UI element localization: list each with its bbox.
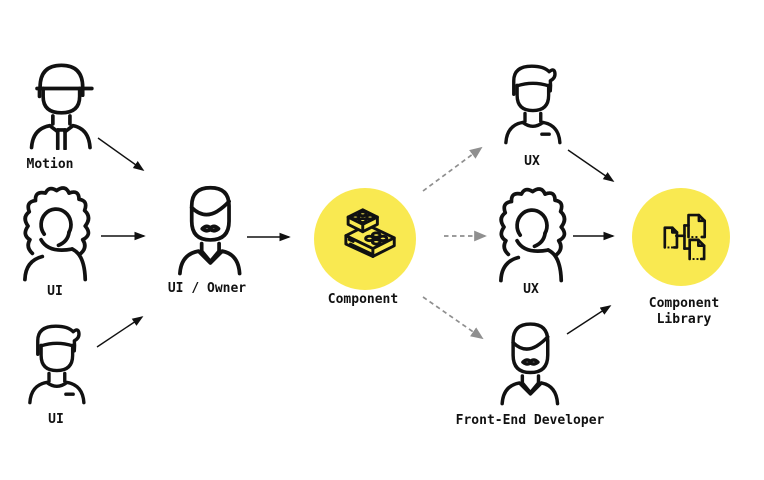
person-short-hair-icon xyxy=(504,64,562,145)
ui-b-label: UI xyxy=(48,412,64,427)
person-short-hair-icon xyxy=(28,324,86,405)
component-bubble xyxy=(314,188,416,290)
node-ux-b xyxy=(492,186,572,283)
library-bubble xyxy=(632,188,730,286)
library-label-line1: Component xyxy=(648,296,720,311)
ux-b-label: UX xyxy=(523,282,539,297)
ui-a-label: UI xyxy=(47,284,63,299)
person-cap-tie-icon xyxy=(29,63,94,150)
document-tree-icon xyxy=(663,213,707,261)
library-label: Component Library xyxy=(649,296,719,328)
fed-label: Front-End Developer xyxy=(455,413,605,428)
node-ui-a xyxy=(16,185,96,282)
component-label: Component xyxy=(327,292,399,307)
arrow-ui2-owner xyxy=(96,316,144,348)
person-mustache-icon xyxy=(500,322,560,406)
library-label-line2: Library xyxy=(656,312,712,327)
node-fed xyxy=(494,316,568,406)
arrow-fed-library xyxy=(566,305,612,335)
person-curly-hair-icon xyxy=(499,187,567,283)
arrow-component-ux xyxy=(422,146,483,192)
node-motion xyxy=(23,55,101,150)
person-curly-hair-icon xyxy=(23,186,91,282)
arrow-component-fed xyxy=(422,296,484,340)
person-mustache-icon xyxy=(178,185,242,276)
node-ui-b xyxy=(22,317,94,405)
arrow-motion-owner xyxy=(97,137,145,171)
owner-label: UI / Owner xyxy=(167,281,247,296)
arrow-ux-library xyxy=(567,149,615,182)
ux-a-label: UX xyxy=(524,154,540,169)
motion-label: Motion xyxy=(26,157,74,172)
node-owner xyxy=(171,179,251,276)
node-ux-a xyxy=(498,57,570,145)
lego-bricks-icon xyxy=(344,208,396,258)
